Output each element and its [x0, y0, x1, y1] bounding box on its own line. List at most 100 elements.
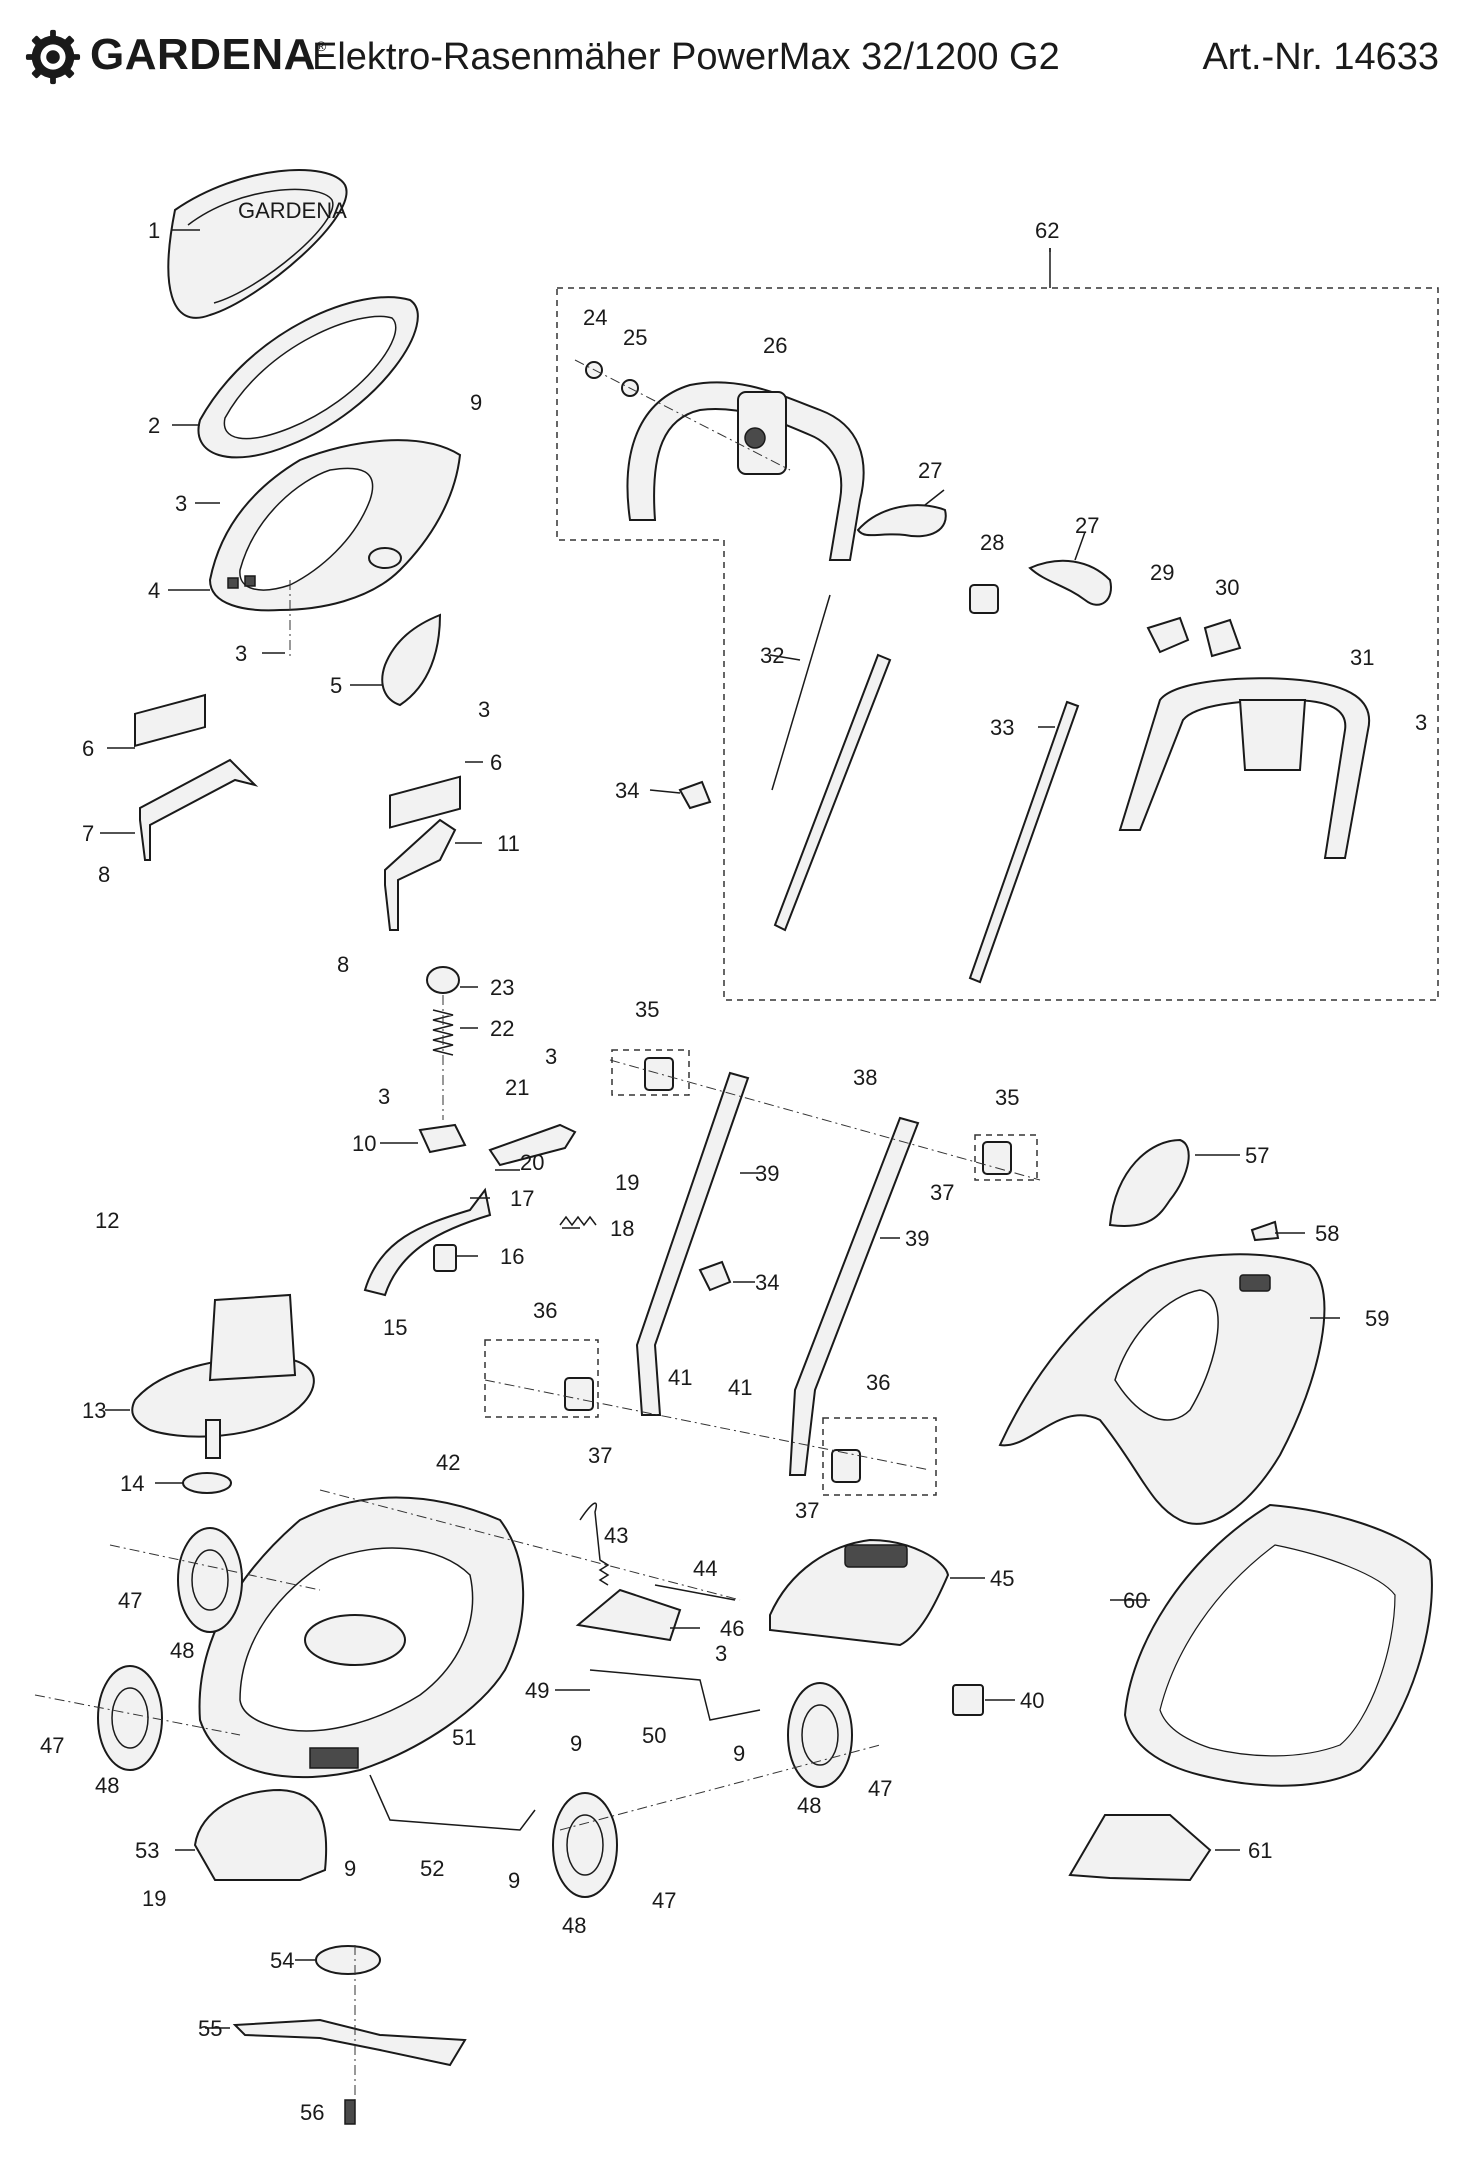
callout-18: 18	[610, 1216, 634, 1241]
callout-3: 3	[715, 1641, 727, 1666]
part-handle-bar-left	[635, 1071, 750, 1416]
callout-59: 59	[1365, 1306, 1389, 1331]
callout-labels: 1 2 3 4 3 5 3 6 7 8 6 11 8 9 62 24 25 26…	[40, 218, 1427, 2125]
part-bolt-56	[344, 2099, 356, 2125]
callout-32: 32	[760, 643, 784, 668]
part-lower-tube-upper	[773, 653, 892, 932]
box-35b	[974, 1134, 1038, 1181]
callout-61: 61	[1248, 1838, 1272, 1863]
part-foam-block-right	[389, 775, 461, 829]
part-switch-30	[1203, 618, 1242, 658]
callout-26: 26	[763, 333, 787, 358]
callout-6: 6	[82, 736, 94, 761]
part-cover-frame	[197, 296, 419, 459]
callout-2: 2	[148, 413, 160, 438]
part-block-40	[952, 1684, 984, 1716]
callout-9: 9	[344, 1856, 356, 1881]
callout-53: 53	[135, 1838, 159, 1863]
part-clamp-35a	[644, 1057, 674, 1091]
box-36b	[822, 1417, 937, 1496]
callout-37: 37	[588, 1443, 612, 1468]
callout-27: 27	[918, 458, 942, 483]
callout-24: 24	[583, 305, 607, 330]
callout-25: 25	[623, 325, 647, 350]
callout-3: 3	[478, 697, 490, 722]
part-wheel-rear-left	[177, 1527, 243, 1633]
part-bracket-left	[139, 758, 259, 861]
callout-41: 41	[728, 1375, 752, 1400]
part-wheel-front-right	[552, 1792, 618, 1898]
callout-45: 45	[990, 1566, 1014, 1591]
callout-4: 4	[148, 578, 160, 603]
part-latch-10	[418, 1123, 467, 1154]
callout-50: 50	[642, 1723, 666, 1748]
callout-48: 48	[95, 1773, 119, 1798]
part-clamp-36a	[564, 1377, 594, 1411]
part-push-handle	[626, 381, 865, 561]
part-lower-tube-mid	[968, 700, 1080, 984]
page-header: GARDENA® Elektro-Rasenmäher PowerMax 32/…	[0, 0, 1475, 110]
part-motor	[131, 1293, 315, 1459]
callout-57: 57	[1245, 1143, 1269, 1168]
part-spring-18	[559, 1215, 597, 1227]
callout-39: 39	[905, 1226, 929, 1251]
part-flap-46	[575, 1588, 682, 1642]
callout-44: 44	[693, 1556, 717, 1581]
callout-9: 9	[470, 390, 482, 415]
part-grass-box-60	[1123, 1503, 1433, 1787]
callout-43: 43	[604, 1523, 628, 1548]
part-washer-14	[182, 1472, 232, 1494]
callout-9: 9	[733, 1741, 745, 1766]
part-mulch-plug-61	[1068, 1814, 1212, 1882]
gardena-logo-icon	[25, 29, 81, 85]
callout-3: 3	[1415, 710, 1427, 735]
part-front-cover-53	[193, 1788, 328, 1881]
callout-22: 22	[490, 1016, 514, 1041]
callout-60: 60	[1123, 1588, 1147, 1613]
callout-42: 42	[436, 1450, 460, 1475]
part-clip-58	[1250, 1220, 1280, 1242]
callout-19: 19	[142, 1886, 166, 1911]
leader-lines	[100, 229, 1340, 2029]
callout-9: 9	[570, 1731, 582, 1756]
part-switch-29	[1146, 616, 1190, 654]
part-clip-27a	[856, 504, 947, 538]
callout-36: 36	[533, 1298, 557, 1323]
part-rear-flap-45	[769, 1538, 950, 1647]
part-clamp-35b	[982, 1141, 1012, 1175]
callout-21: 21	[505, 1075, 529, 1100]
part-spring-cap-23	[426, 966, 460, 994]
part-bracket-right	[384, 818, 457, 931]
callout-40: 40	[1020, 1688, 1044, 1713]
callout-16: 16	[500, 1244, 524, 1269]
callout-28: 28	[980, 530, 1004, 555]
part-top-cover: GARDENA	[167, 169, 348, 319]
svg-text:GARDENA: GARDENA	[238, 198, 347, 223]
part-spring-43	[579, 1502, 610, 1586]
callout-19: 19	[615, 1170, 639, 1195]
part-axle-52	[369, 1774, 536, 1831]
part-blade-55	[232, 2018, 467, 2067]
callout-34: 34	[755, 1270, 779, 1295]
callout-58: 58	[1315, 1221, 1339, 1246]
callout-3: 3	[235, 641, 247, 666]
part-upper-housing	[208, 439, 462, 612]
part-axle-49	[589, 1669, 761, 1721]
callout-55: 55	[198, 2016, 222, 2041]
callout-5: 5	[330, 673, 342, 698]
callout-35: 35	[635, 997, 659, 1022]
part-mower-deck-51	[198, 1496, 525, 1779]
callout-1: 1	[148, 218, 160, 243]
article-number: Art.-Nr. 14633	[1202, 36, 1439, 78]
callout-3: 3	[378, 1084, 390, 1109]
part-clamp-36b	[831, 1449, 861, 1483]
part-blade-hub-54	[315, 1945, 381, 1975]
callout-33: 33	[990, 715, 1014, 740]
callout-8: 8	[98, 862, 110, 887]
assembly-axis-lines	[34, 359, 1041, 2100]
callout-48: 48	[562, 1913, 586, 1938]
callout-38: 38	[853, 1065, 877, 1090]
callout-56: 56	[300, 2100, 324, 2125]
part-bracket-16	[433, 1244, 457, 1272]
